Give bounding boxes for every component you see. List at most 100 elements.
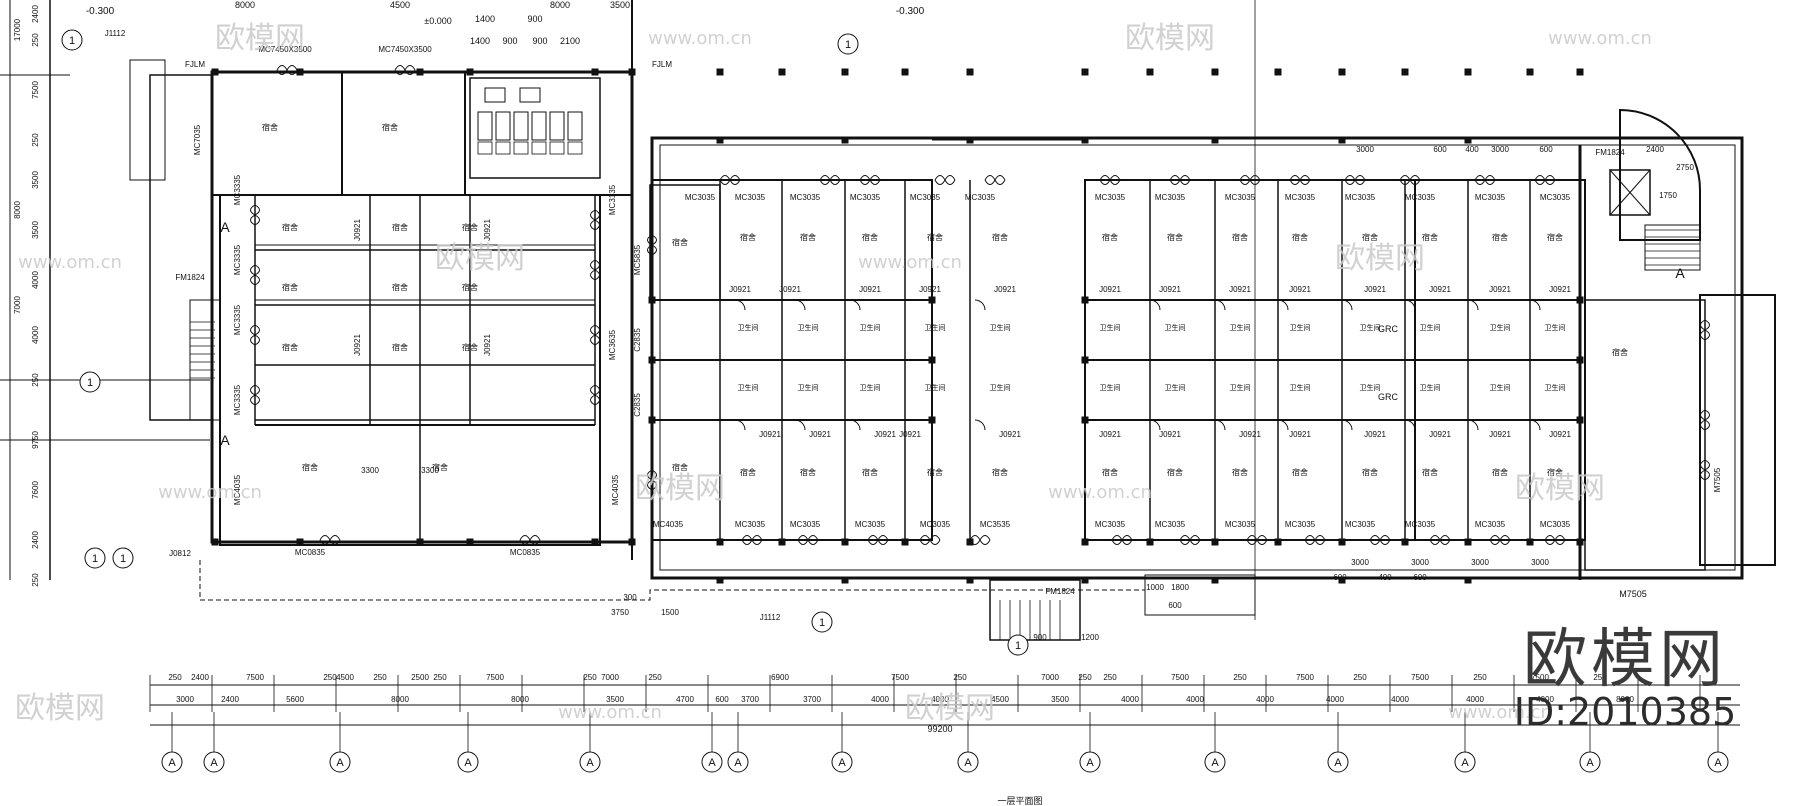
inner-dimension: 600 (1433, 145, 1447, 154)
room-label: 宿舍 (282, 342, 298, 352)
elevator-shaft (1609, 169, 1651, 216)
section-bubble-g-label: 1 (1015, 640, 1021, 652)
dimension-value-row1: 7500 (486, 673, 504, 682)
room-label: 宿舍 (1102, 467, 1118, 477)
door-tag: J0921 (859, 285, 881, 294)
room-label: 卫生间 (1165, 323, 1186, 332)
column-mark (648, 356, 656, 364)
axis-marker-b: A (220, 432, 230, 448)
column-mark (841, 576, 849, 584)
door-swing-icon (934, 175, 956, 185)
room-label: 宿舍 (1292, 232, 1308, 242)
watermark-text: 欧模网 (435, 241, 525, 276)
door-tag: MC3035 (1405, 520, 1436, 529)
column-mark (1146, 68, 1154, 76)
watermark-text: 欧模网 (1335, 241, 1425, 276)
column-mark (1211, 576, 1219, 584)
dimension-value-row2: 4000 (1466, 695, 1484, 704)
door-tag: J0921 (729, 285, 751, 294)
door-tag: J0921 (994, 285, 1016, 294)
door-tag: J0921 (874, 430, 896, 439)
inner-dimension: 1500 (661, 608, 679, 617)
inner-dimension: 1200 (1081, 633, 1099, 642)
room-label: 宿舍 (992, 467, 1008, 477)
dimension-value-row1: 4500 (336, 673, 354, 682)
top-dimension: 1400 (470, 36, 490, 46)
door-tag: MC3035 (735, 520, 766, 529)
door-arc-icon (1341, 299, 1353, 311)
door-tag: J1112 (760, 613, 781, 622)
inner-dimension: 3000 (1351, 558, 1369, 567)
stair-corridor (149, 74, 213, 421)
door-tag: J0921 (1489, 285, 1511, 294)
door-tag: MC3035 (735, 193, 766, 202)
door-swing-icon (250, 204, 260, 226)
door-swing-icon (647, 469, 657, 491)
section-bubble-d (84, 547, 106, 569)
column-mark (1338, 576, 1346, 584)
door-swing-icon (1099, 175, 1121, 185)
east-annex (1699, 294, 1776, 566)
left-dimension: 7000 (13, 296, 22, 314)
door-swing-icon (590, 324, 600, 346)
left-dimension: 250 (31, 573, 40, 587)
column-mark (1081, 136, 1089, 144)
dimension-value-row1: 250 (373, 673, 387, 682)
dimension-value-row1: 2400 (191, 673, 209, 682)
inner-dimension: 2750 (1676, 163, 1694, 172)
dimension-value-row1: 250 (583, 673, 597, 682)
door-swing-icon (590, 209, 600, 231)
column-mark (416, 68, 424, 76)
room-label: 宿舍 (1102, 232, 1118, 242)
column-mark (648, 416, 656, 424)
grid-bubble-14 (1579, 751, 1601, 773)
room-label: 宿舍 (1232, 232, 1248, 242)
inner-dimension: 3000 (1491, 145, 1509, 154)
door-tag: MC3035 (1155, 193, 1186, 202)
room-label: 宿舍 (800, 232, 816, 242)
room-label: 卫生间 (1545, 383, 1566, 392)
door-swing-icon (1344, 175, 1366, 185)
section-bubble-c-label: 1 (87, 377, 93, 389)
column-mark (1081, 576, 1089, 584)
column-mark (648, 296, 656, 304)
door-tag: FM1824 (1045, 587, 1075, 596)
room-label: 宿舍 (740, 232, 756, 242)
room-label: 宿舍 (462, 282, 478, 292)
door-tag: FM1824 (1595, 148, 1625, 157)
door-tag: MC3035 (850, 193, 881, 202)
door-tag: MC3335 (233, 384, 242, 415)
column-mark (1576, 296, 1584, 304)
brand-id: ID:2010385 (1513, 690, 1737, 734)
room-label: 卫生间 (1290, 323, 1311, 332)
watermark-text: 欧模网 (635, 471, 725, 506)
grid-bubble-5 (579, 751, 601, 773)
grid-bubble-5-label: A (586, 757, 594, 769)
door-swing-icon (867, 535, 889, 545)
room-label: 卫生间 (1165, 383, 1186, 392)
door-arc-icon (1214, 419, 1226, 431)
dimension-value-row1: 250 (168, 673, 182, 682)
door-tag: J1112 (105, 29, 126, 38)
door-swing-icon (1289, 175, 1311, 185)
room-label: 卫生间 (1290, 383, 1311, 392)
section-bubble-f (811, 611, 833, 633)
sink-fixture (484, 87, 506, 103)
grc-label-a: GRC (1378, 324, 1399, 334)
level-mark-c: ±0.000 (424, 16, 451, 26)
dimension-value-row1: 7000 (1041, 673, 1059, 682)
level-mark-b: -0.300 (896, 6, 925, 17)
door-tag: MC3135 (608, 184, 617, 215)
toilet-stall (513, 111, 529, 141)
dimension-value-row1: 6900 (771, 673, 789, 682)
section-bubble-c (79, 371, 101, 393)
door-tag: MC7450X3500 (258, 45, 312, 54)
watermark-text: 欧模网 (15, 691, 105, 726)
inner-dimension: 300 (623, 593, 637, 602)
left-dimension: 3500 (31, 221, 40, 239)
door-swing-icon (519, 535, 541, 545)
dimension-value-row1: 250 (433, 673, 447, 682)
door-swing-icon (859, 175, 881, 185)
door-tag: J0921 (1229, 285, 1251, 294)
